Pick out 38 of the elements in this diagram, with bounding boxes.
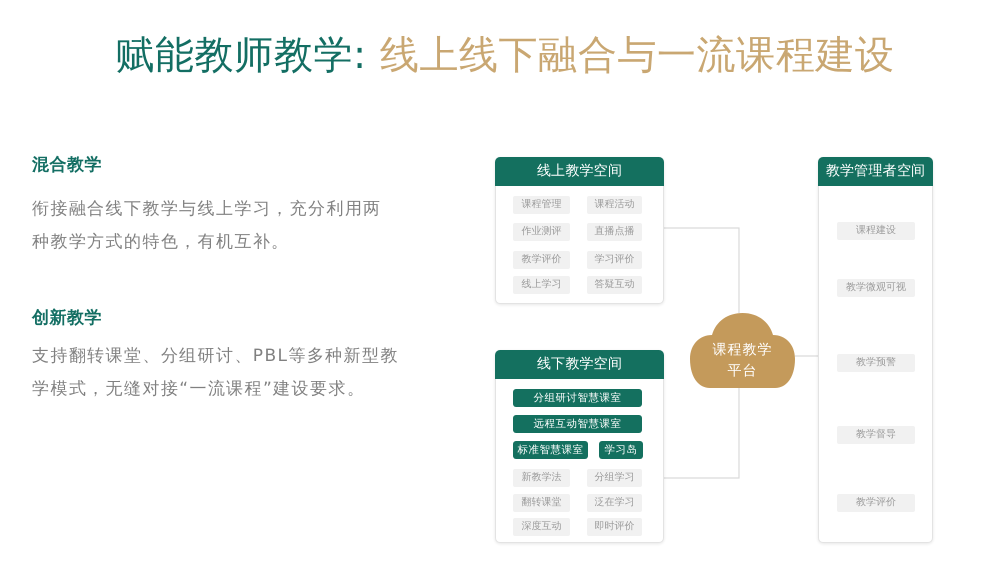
feature-tag: 新教学法 xyxy=(513,469,570,487)
feature-tag: 课程管理 xyxy=(513,196,570,214)
feature-tag: 教学评价 xyxy=(513,251,570,269)
classroom-tag: 远程互动智慧课室 xyxy=(513,415,642,433)
feature-tag: 学习评价 xyxy=(587,251,642,269)
feature-tag: 翻转课堂 xyxy=(513,494,570,512)
classroom-tag: 标准智慧课室 xyxy=(513,441,588,459)
section-text: 支持翻转课堂、分组研讨、PBL等多种新型教学模式，无缝对接“一流课程”建设要求。 xyxy=(32,345,400,401)
section-heading: 创新教学 xyxy=(32,307,103,329)
feature-tag: 答疑互动 xyxy=(587,276,642,294)
panel-header: 教学管理者空间 xyxy=(818,157,933,186)
section-heading: 混合教学 xyxy=(32,154,103,176)
feature-tag: 即时评价 xyxy=(587,518,642,536)
feature-tag: 课程建设 xyxy=(837,222,915,240)
feature-tag: 分组学习 xyxy=(587,469,642,487)
classroom-tag: 分组研讨智慧课室 xyxy=(513,389,642,407)
feature-tag: 深度互动 xyxy=(513,518,570,536)
platform-cloud: 课程教学平台 xyxy=(690,313,795,388)
feature-tag: 泛在学习 xyxy=(587,494,642,512)
feature-tag: 教学预警 xyxy=(837,354,915,372)
space-panel xyxy=(818,157,933,543)
feature-tag: 作业测评 xyxy=(513,223,570,241)
feature-tag: 教学督导 xyxy=(837,426,915,444)
space-panel xyxy=(495,350,664,543)
connector-line xyxy=(795,355,818,357)
classroom-tag: 学习岛 xyxy=(599,441,643,459)
panel-header: 线下教学空间 xyxy=(495,350,664,379)
feature-tag: 线上学习 xyxy=(513,276,570,294)
page-title: 赋能教师教学: 线上线下融合与一流课程建设 xyxy=(114,32,896,80)
connector-line xyxy=(664,388,740,479)
feature-tag: 课程活动 xyxy=(587,196,642,214)
panel-header: 线上教学空间 xyxy=(495,157,664,186)
feature-tag: 直播点播 xyxy=(587,223,642,241)
feature-tag: 教学微观可视 xyxy=(837,279,915,297)
space-panel xyxy=(495,157,664,304)
section-text: 衔接融合线下教学与线上学习，充分利用两种教学方式的特色，有机互补。 xyxy=(32,198,383,254)
feature-tag: 教学评价 xyxy=(837,494,915,512)
connector-line xyxy=(664,227,740,313)
